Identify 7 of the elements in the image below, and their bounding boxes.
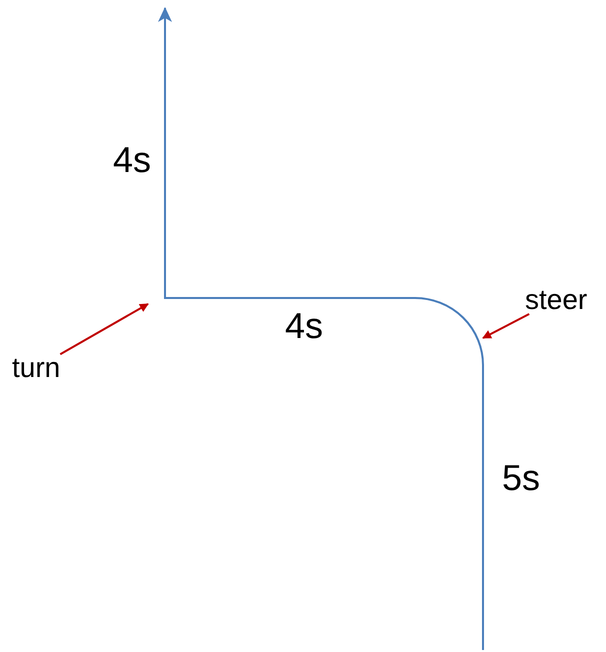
duration-label: 5s	[502, 460, 540, 496]
leader-arrow	[482, 313, 530, 339]
duration-label: 4s	[113, 142, 152, 178]
duration-label: 4s	[285, 308, 324, 344]
callout-text: turn	[12, 354, 60, 382]
callout-text: steer	[525, 286, 588, 314]
leader-arrow	[60, 303, 149, 356]
